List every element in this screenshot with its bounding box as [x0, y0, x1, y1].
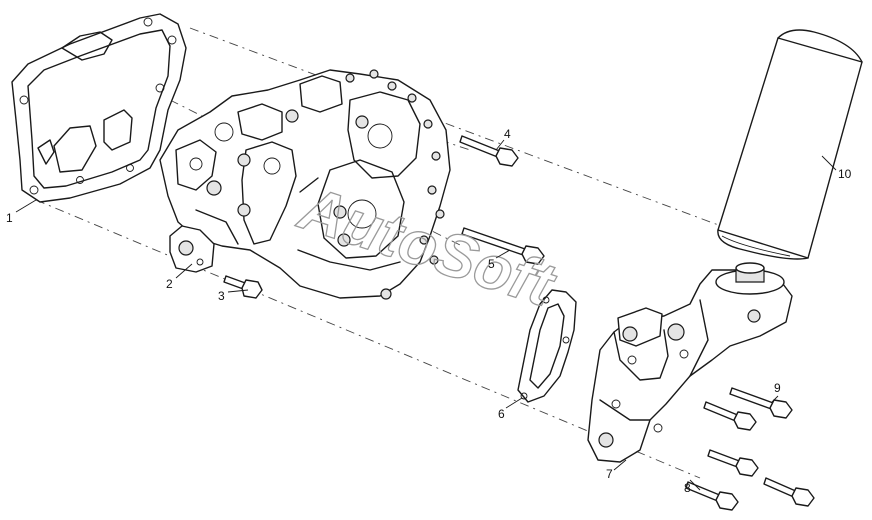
callout-3: 3	[218, 289, 225, 303]
bolt-part-3	[223, 275, 263, 299]
callout-9: 9	[774, 381, 781, 395]
filter-bracket-part-7	[587, 262, 793, 463]
callouts: 1 2 3 4 5 6 7 8 9 10	[6, 127, 852, 495]
callout-7: 7	[606, 467, 613, 481]
filter-cartridge-part-10	[717, 29, 863, 260]
bolt-part-9	[703, 387, 793, 477]
callout-6: 6	[498, 407, 505, 421]
callout-4: 4	[504, 127, 511, 141]
callout-5: 5	[488, 257, 495, 271]
leader-lines	[15, 139, 837, 491]
bolt-part-5	[461, 227, 545, 265]
bolt-part-4	[459, 135, 519, 167]
gasket-part-1	[11, 13, 187, 203]
callout-8: 8	[684, 481, 691, 495]
bracket-part-2	[169, 225, 215, 273]
callout-10: 10	[838, 167, 852, 181]
gasket-part-6	[517, 289, 577, 403]
oil-module-housing	[159, 69, 451, 300]
callout-2: 2	[166, 277, 173, 291]
bolt-part-8	[685, 477, 815, 511]
callout-1: 1	[6, 211, 13, 225]
